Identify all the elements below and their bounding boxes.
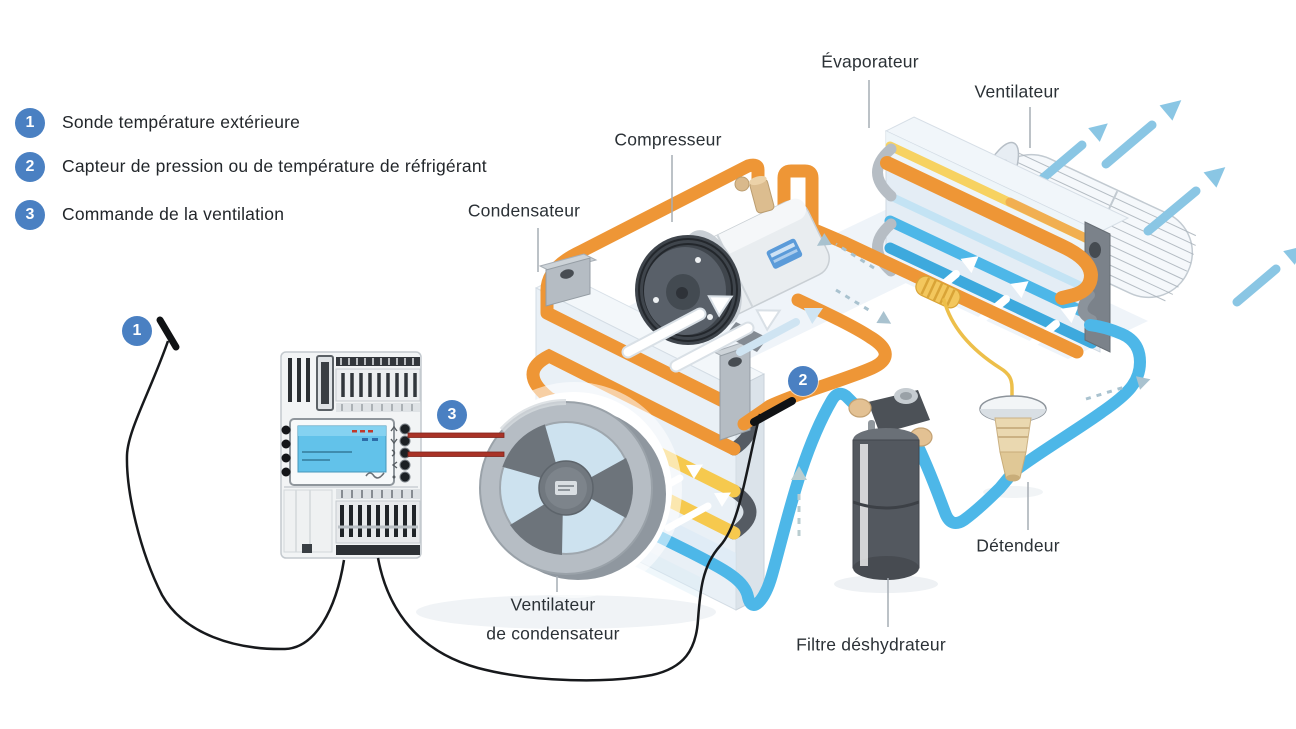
label-expansion-valve: Détendeur: [976, 535, 1060, 556]
marker-1-outdoor-sensor: 1: [122, 316, 152, 346]
txv-capillary: [942, 298, 1014, 406]
condenser-airflow-arrows: [621, 295, 824, 373]
marker-1-number: 1: [132, 322, 142, 339]
label-filter-drier: Filtre déshydrateur: [796, 634, 946, 655]
refrigerant-probe: [750, 397, 796, 426]
outdoor-temp-probe: [156, 316, 180, 351]
label-compressor: Compresseur: [614, 129, 722, 150]
filter-drier: [848, 388, 933, 580]
label-evaporator-fan: Ventilateur: [974, 81, 1060, 102]
fan-control-wires: [407, 432, 505, 457]
legend-badge-3: 3: [15, 200, 45, 230]
controller: [280, 351, 422, 559]
marker-2-refrigerant-sensor: 2: [788, 366, 818, 396]
legend-badge-1: 1: [15, 108, 45, 138]
marker-3-number: 3: [447, 406, 457, 423]
legend-badge-2: 2: [15, 152, 45, 182]
label-condenser-fan-1: Ventilateur: [510, 594, 596, 615]
label-condenser: Condensateur: [467, 200, 581, 221]
compressor: [635, 176, 830, 352]
legend-item-commande: Commande de la ventilation: [62, 204, 285, 224]
legend-item-capteur: Capteur de pression ou de température de…: [62, 156, 487, 176]
evaporator-airflow-arrows: [1038, 100, 1296, 307]
pipe-evaporator-crossing: [880, 156, 1098, 305]
sensor-cables: [125, 340, 762, 682]
legend-badge-3-number: 3: [25, 206, 35, 223]
legend-badge-2-number: 2: [25, 158, 35, 175]
pipe-filter-to-valve: [908, 432, 1016, 529]
pipe-valve-to-evaporator: [1010, 319, 1147, 476]
label-evaporator: Évaporateur: [821, 51, 919, 72]
legend-badge-1-number: 1: [25, 114, 35, 131]
dashed-arrow-condenser: [791, 466, 807, 536]
dashed-flow-arrows: [816, 233, 1151, 401]
legend-item-sonde: Sonde température extérieure: [62, 112, 301, 132]
leader-lines: [537, 80, 1031, 627]
controller-buttons[interactable]: [399, 423, 411, 483]
label-condenser-fan-2: de condensateur: [486, 623, 620, 644]
pipe-suction-line: [777, 164, 1084, 359]
expansion-valve: [979, 395, 1047, 482]
marker-3-fan-control: 3: [437, 400, 467, 430]
marker-2-number: 2: [798, 372, 808, 389]
txv-bulb: [915, 275, 961, 309]
condenser-fan: [466, 382, 682, 598]
